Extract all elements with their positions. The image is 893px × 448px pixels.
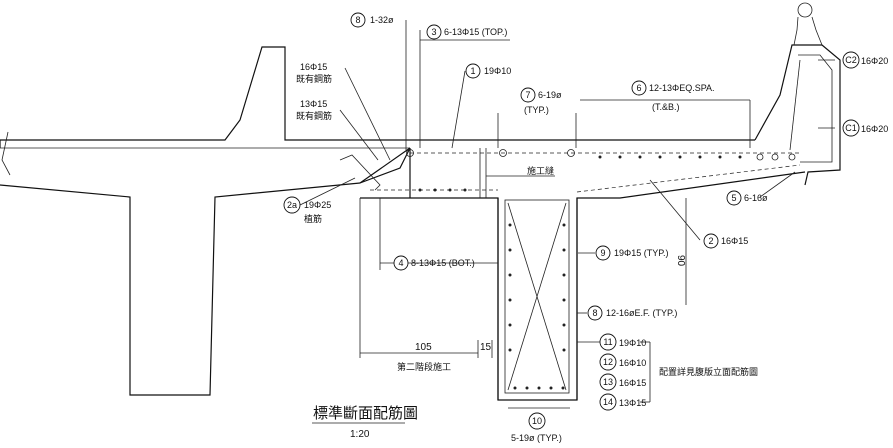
- svg-text:6-19ø: 6-19ø: [538, 90, 562, 100]
- svg-text:1-32ø: 1-32ø: [370, 15, 394, 25]
- svg-text:12-16øE.F. (TYP.): 12-16øE.F. (TYP.): [606, 308, 677, 318]
- callout-1: 1 19Φ10: [465, 63, 511, 79]
- callout-7: 7 6-19ø (TYP.): [520, 87, 562, 115]
- legend-item: 13 16Φ15: [599, 373, 646, 391]
- callout-2: 2 16Φ15: [703, 233, 748, 249]
- callout-10: 10 5-19ø (TYP.): [511, 412, 562, 443]
- svg-text:7: 7: [525, 90, 530, 100]
- svg-text:19Φ25: 19Φ25: [304, 200, 331, 210]
- svg-text:11: 11: [603, 337, 612, 347]
- web-stem: [497, 198, 578, 400]
- svg-text:5: 5: [731, 193, 736, 203]
- callout-5: 5 6-16ø: [726, 190, 768, 206]
- svg-text:(TYP.): (TYP.): [524, 105, 549, 115]
- svg-text:8: 8: [592, 308, 597, 318]
- stage2-label: 第二階段施工: [397, 361, 451, 372]
- svg-text:5-19ø (TYP.): 5-19ø (TYP.): [511, 433, 562, 443]
- svg-text:19Φ10: 19Φ10: [619, 338, 646, 348]
- callout-2a: 2a 19Φ25 植筋: [283, 196, 331, 224]
- svg-text:C2: C2: [845, 55, 857, 65]
- svg-text:13Φ15: 13Φ15: [300, 99, 327, 109]
- svg-text:植筋: 植筋: [304, 213, 322, 224]
- svg-text:10: 10: [532, 416, 542, 426]
- callout-8-top: 8 1-32ø: [350, 12, 394, 28]
- svg-text:12-13ΦEQ.SPA.: 12-13ΦEQ.SPA.: [649, 83, 715, 93]
- svg-text:6: 6: [636, 83, 641, 93]
- svg-text:13Φ15: 13Φ15: [619, 398, 646, 408]
- svg-text:2: 2: [708, 236, 713, 246]
- parapet: [754, 2, 841, 186]
- svg-text:C1: C1: [845, 123, 857, 133]
- callout-4: 4 8-13Φ15 (BOT.): [393, 255, 475, 271]
- existing-bars-label-1: 16Φ15 既有鋼筋: [296, 62, 332, 84]
- svg-text:4: 4: [398, 258, 403, 268]
- svg-text:既有鋼筋: 既有鋼筋: [296, 73, 332, 84]
- callout-3: 3 6-13Φ15 (TOP.): [426, 24, 507, 40]
- svg-text:2a: 2a: [287, 200, 297, 210]
- drawing-title: 標準斷面配筋圖: [313, 404, 418, 422]
- construction-joint-label: 施工縫: [527, 165, 554, 176]
- svg-text:13: 13: [603, 377, 613, 387]
- svg-text:16Φ10: 16Φ10: [619, 358, 646, 368]
- svg-text:16Φ20: 16Φ20: [861, 124, 888, 134]
- callout-c1: C1 16Φ20: [842, 119, 888, 137]
- legend-item: 14 13Φ15: [599, 393, 646, 411]
- existing-bars-label-2: 13Φ15 既有鋼筋: [296, 99, 332, 121]
- callout-c2: C2 16Φ20: [842, 51, 888, 69]
- callout-6: 6 12-13ΦEQ.SPA. (T.&B.): [631, 80, 715, 112]
- drawing-scale: 1:20: [350, 429, 370, 440]
- svg-text:既有鋼筋: 既有鋼筋: [296, 110, 332, 121]
- svg-text:6-16ø: 6-16ø: [744, 193, 768, 203]
- svg-text:8: 8: [355, 15, 360, 25]
- svg-text:16Φ15: 16Φ15: [300, 62, 327, 72]
- svg-text:19Φ15 (TYP.): 19Φ15 (TYP.): [614, 248, 669, 258]
- callout-leaders: [299, 20, 835, 409]
- svg-text:12: 12: [603, 357, 613, 367]
- existing-bridge-section: [0, 46, 410, 396]
- dim-90: 90: [675, 255, 686, 267]
- callout-8-web: 8 12-16øE.F. (TYP.): [587, 305, 677, 321]
- svg-text:8-13Φ15 (BOT.): 8-13Φ15 (BOT.): [411, 258, 475, 268]
- dim-15: 15: [480, 342, 492, 353]
- svg-text:3: 3: [431, 27, 436, 37]
- svg-text:14: 14: [603, 397, 613, 407]
- svg-text:9: 9: [600, 248, 605, 258]
- svg-text:1: 1: [470, 66, 475, 76]
- svg-text:19Φ10: 19Φ10: [484, 66, 511, 76]
- svg-text:16Φ15: 16Φ15: [721, 236, 748, 246]
- dim-105: 105: [415, 342, 432, 353]
- svg-text:(T.&B.): (T.&B.): [652, 102, 680, 112]
- legend-item: 12 16Φ10: [599, 353, 646, 371]
- legend-note: 配置詳見腹版立面配筋圖: [659, 366, 758, 377]
- legend-item: 11 19Φ10: [599, 333, 646, 351]
- svg-text:6-13Φ15 (TOP.): 6-13Φ15 (TOP.): [444, 27, 507, 37]
- svg-text:16Φ20: 16Φ20: [861, 56, 888, 66]
- svg-text:16Φ15: 16Φ15: [619, 378, 646, 388]
- callout-9: 9 19Φ15 (TYP.): [595, 245, 669, 261]
- new-deck-slab: [339, 139, 806, 401]
